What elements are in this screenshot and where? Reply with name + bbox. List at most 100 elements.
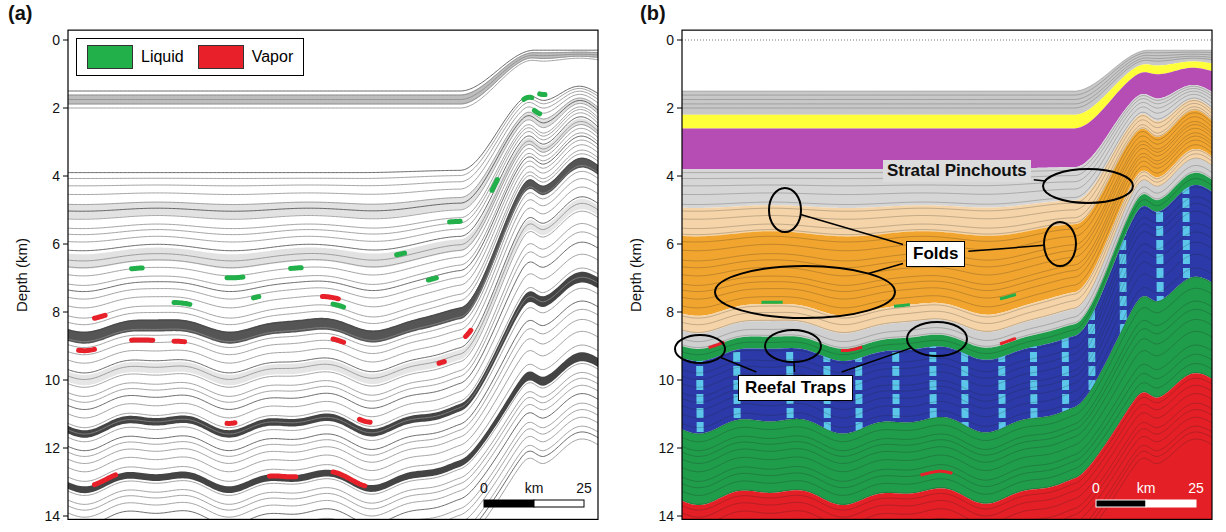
horizon-line [682,133,1212,286]
fluid-blob [450,219,461,225]
horizon-line [682,394,1212,520]
axis-label: 4 [666,168,674,184]
legend-item: Vapor [198,45,294,69]
fluid-blob [921,471,953,475]
panel-letter: (b) [640,2,666,25]
horizon-line [68,378,598,510]
horizon-line [68,268,598,428]
fluid-blob [174,302,190,304]
horizon-line [682,372,1212,504]
fluid-blob [333,304,344,307]
horizon-line [682,158,1212,332]
horizon-line [68,187,598,363]
horizon-line [68,101,598,212]
axis-tick [677,108,682,109]
legend-swatch [87,45,133,69]
fluid-blob [79,349,95,350]
horizon-line [68,309,598,456]
horizon-line [68,128,598,276]
callout-box: Reefal Traps [738,375,853,401]
horizon-line [682,52,1212,95]
axis-tick [63,176,68,177]
axis-label: 6 [52,236,60,252]
reef-column [1186,142,1189,519]
horizon-line [68,232,598,402]
horizon-line [682,91,1212,186]
horizon-line [68,288,598,441]
axis-tick [63,380,68,381]
horizon-line [682,171,1212,347]
horizon-line [68,154,598,325]
horizon-line [682,128,1212,276]
horizon-line [682,150,1212,318]
horizon-line [68,86,598,172]
axis-tick [63,40,68,41]
callout-text: Reefal Traps [745,378,846,398]
fluid-blob [227,275,243,281]
horizon-line [68,145,598,308]
fluid-blob [397,253,405,255]
axis-tick [63,244,68,245]
strata-band [68,158,598,344]
axis-label: 8 [666,304,674,320]
scale-bar [484,500,584,507]
legend-text: Vapor [252,48,294,66]
legend-box: LiquidVapor [76,38,304,76]
callout-ellipse [1044,222,1076,266]
horizon-line [682,364,1212,496]
leader-line [868,264,903,274]
horizon-line [68,165,598,341]
axis-label: Depth (km) [13,238,30,312]
axis-label: 6 [666,236,674,252]
horizon-line [68,121,598,260]
fluid-blob [322,296,338,298]
horizon-line [682,56,1212,104]
axis-label: 14 [44,508,60,524]
horizon-line [682,98,1212,204]
fluid-blob [174,339,185,344]
fluid-blob [894,305,910,307]
leader-line [793,362,795,372]
horizon-line [68,133,598,286]
strata-layer [682,373,1212,519]
axis-tick [63,108,68,109]
horizon-line [682,101,1212,212]
reef-column [1000,142,1003,519]
horizon-line [68,410,598,520]
horizon-line [682,268,1212,428]
fluid-blob [492,180,497,191]
fluid-blob [269,473,296,479]
fluid-blob [466,330,471,336]
horizon-line [682,140,1212,299]
scale-bar [1096,500,1196,507]
axis-label: 14 [658,508,674,524]
fluid-blob [841,347,862,351]
leader-line [801,215,903,245]
horizon-line [682,121,1212,260]
fluid-blob [540,91,545,97]
reef-column [825,142,828,519]
leader-line [720,357,756,372]
fluid-blob [95,475,116,485]
horizon-line [68,432,598,519]
callout-ellipse [765,330,821,362]
axis-label: 0 [666,32,674,48]
sea-level-line [682,40,1212,41]
horizon-line [68,319,598,463]
horizon-line [68,372,598,504]
panel-frame [68,30,598,519]
horizon-line [68,301,598,451]
axis-tick [63,516,68,517]
panel-b-section [682,40,1212,519]
fluid-blob [439,362,444,364]
horizon-line [682,203,1212,379]
fluid-blob [524,97,532,99]
horizon-line [682,319,1212,463]
horizon-line [68,203,598,379]
axis-label: 12 [658,440,674,456]
horizon-line [68,277,598,434]
axis-label: 2 [666,100,674,116]
horizon-line [682,277,1212,434]
